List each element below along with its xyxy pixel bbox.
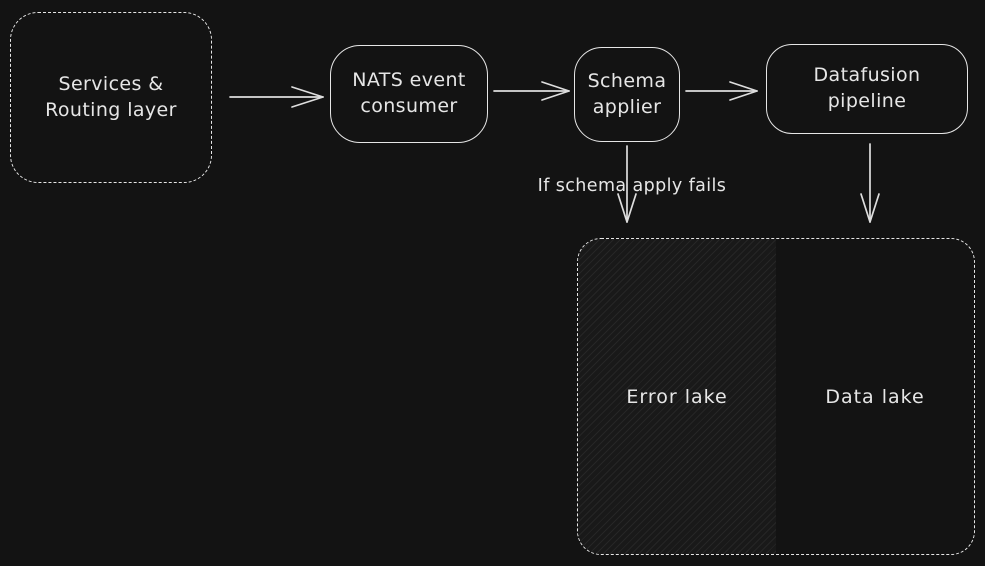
error-lake-label: Error lake	[626, 385, 728, 408]
node-nats-event-consumer-label: NATS event consumer	[352, 69, 466, 117]
lake-container: Error lake Data lake	[577, 238, 975, 555]
arrow-nats-to-schema	[493, 81, 570, 101]
node-datafusion-pipeline-label: Datafusion pipeline	[813, 64, 921, 112]
condition-label-schema-fail: If schema apply fails	[537, 176, 727, 196]
arrow-schema-to-datafusion	[685, 81, 758, 101]
node-schema-applier-label: Schema applier	[587, 69, 667, 118]
node-services-routing-layer: Services & Routing layer	[10, 12, 212, 183]
node-nats-event-consumer: NATS event consumer	[330, 45, 488, 143]
data-lake-region: Data lake	[776, 239, 974, 554]
arrow-schema-to-error-lake	[617, 145, 637, 223]
arrow-services-to-nats	[229, 86, 324, 108]
node-datafusion-pipeline: Datafusion pipeline	[766, 44, 968, 134]
arrow-datafusion-to-data-lake	[860, 143, 880, 223]
error-lake-region: Error lake	[578, 239, 776, 554]
data-lake-label: Data lake	[825, 385, 925, 408]
node-services-routing-layer-label: Services & Routing layer	[45, 72, 177, 121]
node-schema-applier: Schema applier	[574, 47, 680, 142]
